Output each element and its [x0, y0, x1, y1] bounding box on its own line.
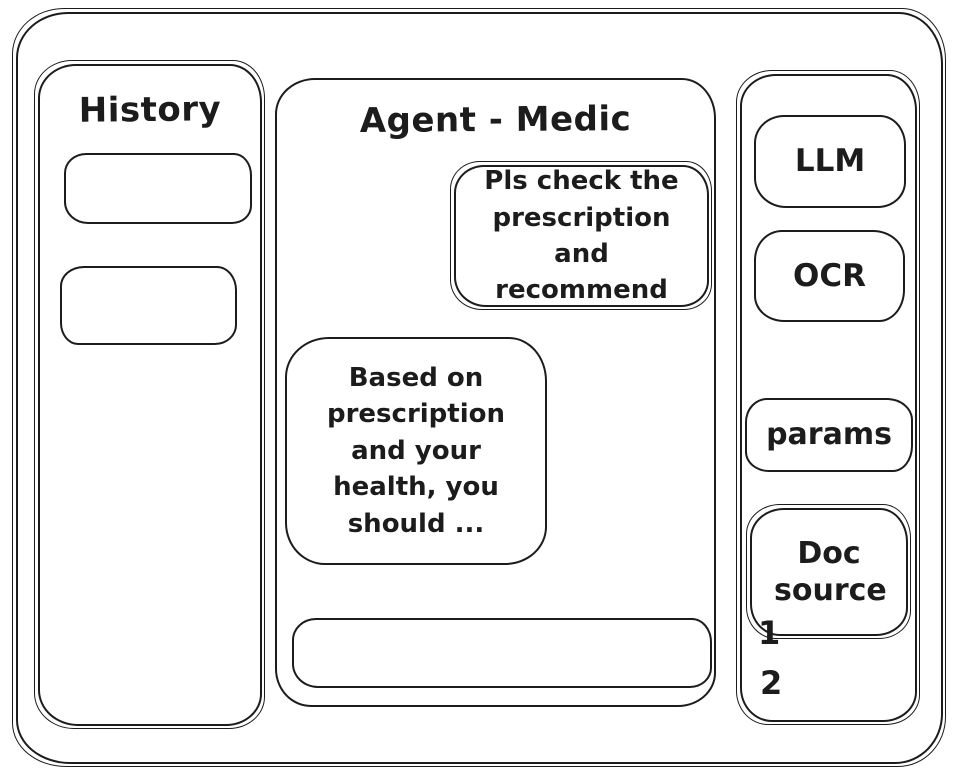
- ocr-button[interactable]: OCR: [754, 230, 905, 322]
- llm-button-label: LLM: [794, 143, 866, 180]
- message-input[interactable]: [304, 624, 704, 682]
- chat-message-user-text: Pls check the prescription and recommend: [484, 166, 679, 306]
- chat-message-user: Pls check the prescription and recommend: [450, 161, 712, 310]
- params-button[interactable]: params: [745, 398, 913, 472]
- doc-source-button-label: Doc source: [774, 535, 887, 609]
- tools-panel: LLM OCR params Doc source 1 2: [736, 70, 920, 725]
- message-input-box[interactable]: [292, 618, 712, 688]
- chat-panel: Agent - Medic Pls check the prescription…: [275, 78, 716, 707]
- history-item[interactable]: [64, 153, 252, 224]
- chat-message-agent-text: Based on prescription and your health, y…: [326, 363, 505, 539]
- params-button-label: params: [766, 417, 892, 453]
- doc-source-item-1[interactable]: 1: [758, 614, 781, 652]
- doc-source-item-2[interactable]: 2: [760, 664, 783, 702]
- history-title: History: [78, 89, 222, 131]
- chat-message-agent: Based on prescription and your health, y…: [285, 337, 547, 565]
- ocr-button-label: OCR: [793, 257, 866, 294]
- history-sidebar: History: [34, 60, 265, 729]
- llm-button[interactable]: LLM: [754, 115, 906, 208]
- chat-title: Agent - Medic: [359, 99, 632, 141]
- history-item[interactable]: [60, 266, 237, 345]
